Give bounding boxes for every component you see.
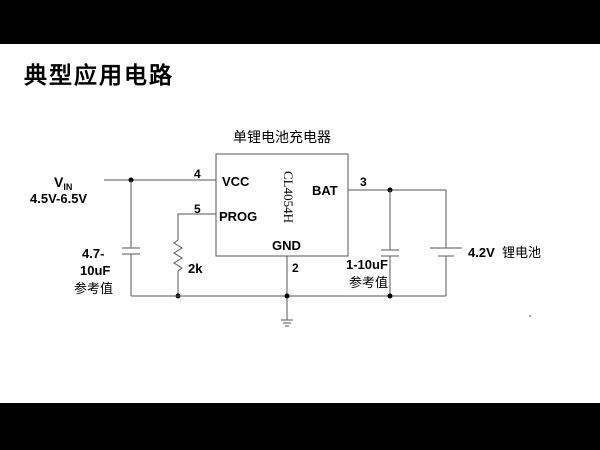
chip-body (215, 153, 349, 257)
input-cap-note: 参考值 (74, 281, 113, 297)
battery-voltage: 4.2V (468, 245, 495, 260)
battery-name: 锂电池 (502, 246, 541, 261)
input-cap-value-line1: 4.7- (82, 246, 104, 261)
pin-number-vcc: 4 (194, 167, 201, 181)
chip-part-number: CL4054H (281, 171, 296, 223)
input-cap-value-line2: 10uF (80, 263, 110, 278)
pin-label-vcc: VCC (222, 174, 250, 189)
junction-output-cap-gnd (387, 293, 393, 299)
wire-prog (177, 213, 216, 240)
chip-caption: 单锂电池充电器 (233, 130, 331, 146)
pin-label-prog: PROG (219, 209, 257, 224)
prog-resistor-value: 2k (188, 261, 203, 276)
output-cap-value: 1-10uF (346, 257, 388, 272)
pin-label-gnd: GND (272, 238, 301, 253)
prog-resistor (173, 239, 183, 272)
slide-title: 典型应用电路 (24, 62, 174, 89)
input-voltage-label: VIN (54, 174, 72, 192)
pin-label-bat: BAT (312, 183, 338, 198)
pin-number-bat: 3 (360, 175, 367, 189)
junction-gnd (284, 293, 290, 299)
pin-number-gnd: 2 (292, 261, 299, 275)
output-cap-note: 参考值 (349, 275, 388, 291)
input-voltage-range: 4.5V-6.5V (30, 191, 87, 206)
speck (529, 315, 531, 317)
pin-number-prog: 5 (194, 202, 201, 216)
